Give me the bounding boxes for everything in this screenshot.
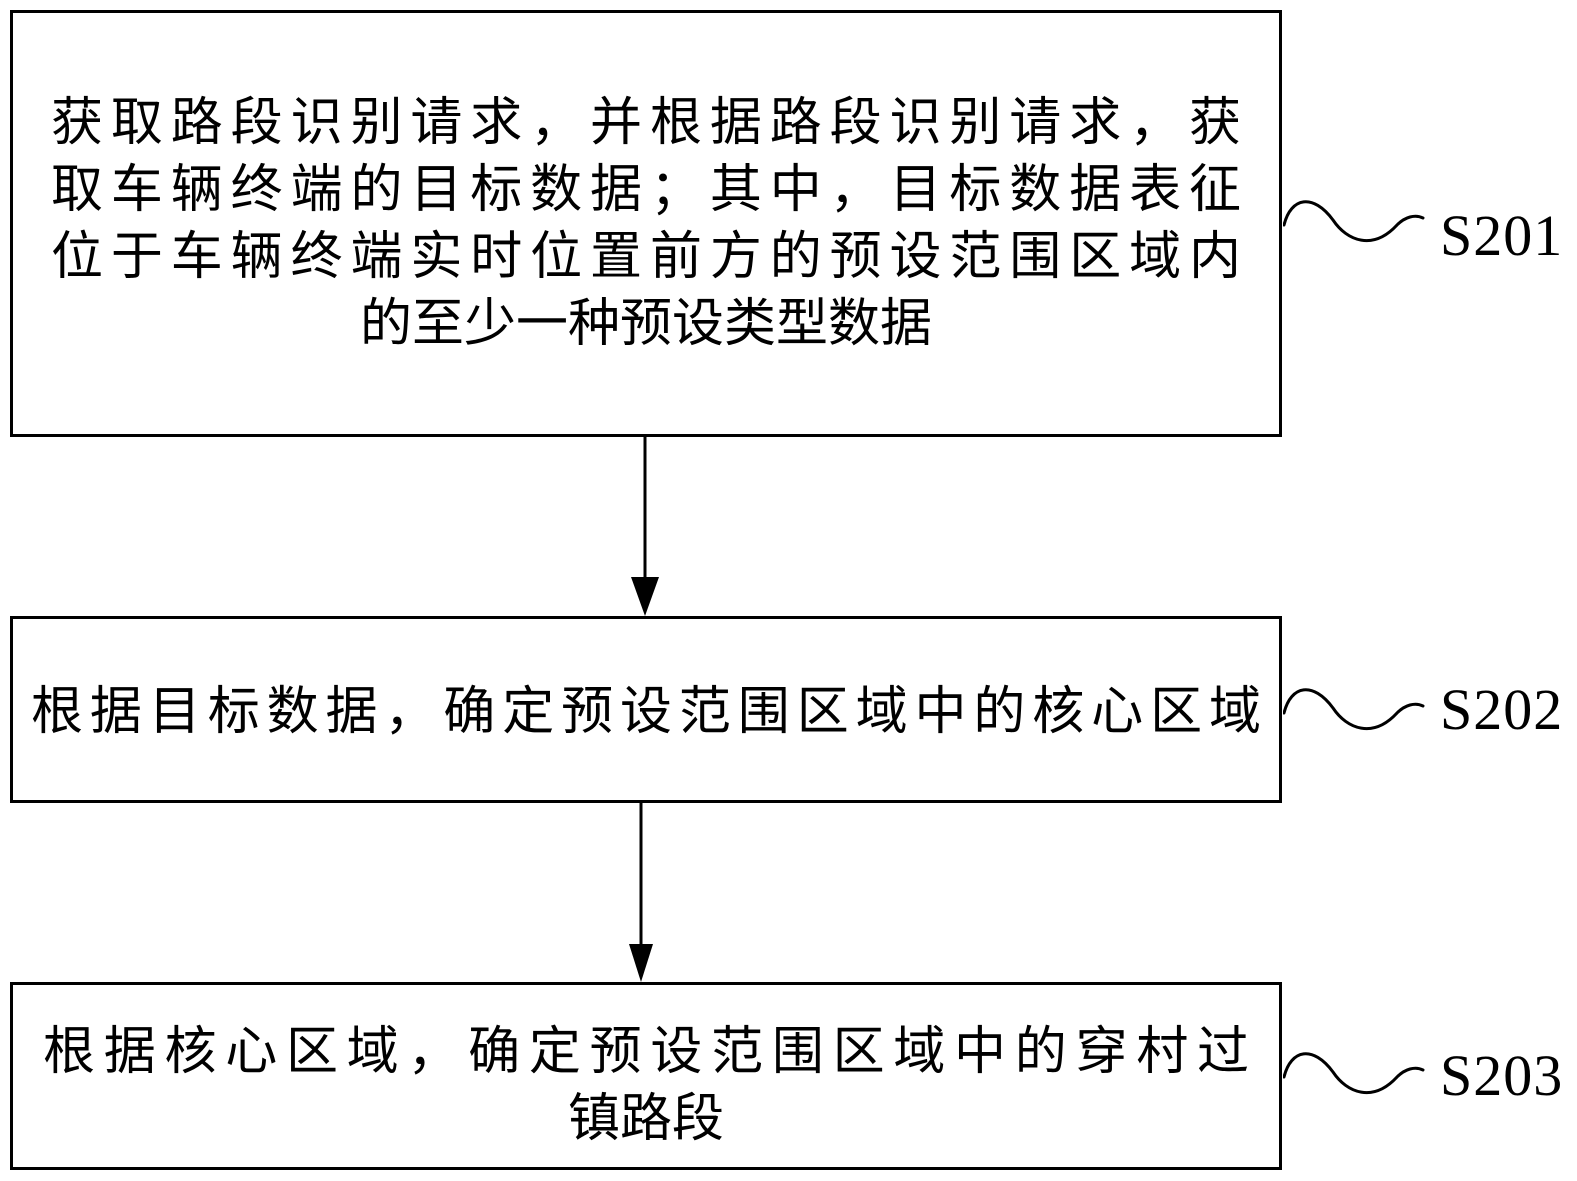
step-label-s203: S203 <box>1440 1043 1564 1108</box>
step-1-text-line-1: 获取路段识别请求，并根据路段识别请求，获 <box>51 94 1241 152</box>
squiggle-connector-1 <box>1283 200 1425 243</box>
step-3-text-line-1: 根据核心区域，确定预设范围区域中的穿村过 <box>43 1024 1249 1081</box>
step-label-s201: S201 <box>1440 203 1564 268</box>
step-label-s202: S202 <box>1440 677 1564 742</box>
squiggle-connector-3 <box>1283 1052 1425 1095</box>
step-2-text-line-1: 根据目标数据，确定预设范围区域中的核心区域 <box>31 684 1261 741</box>
flow-step-1-box: 获取路段识别请求，并根据路段识别请求，获 取车辆终端的目标数据；其中，目标数据表… <box>10 10 1282 437</box>
flow-step-2-box: 根据目标数据，确定预设范围区域中的核心区域 <box>10 616 1282 803</box>
down-arrow-2 <box>629 803 653 982</box>
step-1-text-line-4: 的至少一种预设类型数据 <box>359 295 932 353</box>
step-1-text-line-2: 取车辆终端的目标数据；其中，目标数据表征 <box>51 161 1241 219</box>
squiggle-connector-2 <box>1283 688 1425 731</box>
step-3-text-line-2: 镇路段 <box>567 1091 724 1148</box>
down-arrow-1 <box>631 437 659 616</box>
step-1-text-line-3: 位于车辆终端实时位置前方的预设范围区域内 <box>51 228 1241 286</box>
flow-step-3-box: 根据核心区域，确定预设范围区域中的穿村过 镇路段 <box>10 982 1282 1170</box>
